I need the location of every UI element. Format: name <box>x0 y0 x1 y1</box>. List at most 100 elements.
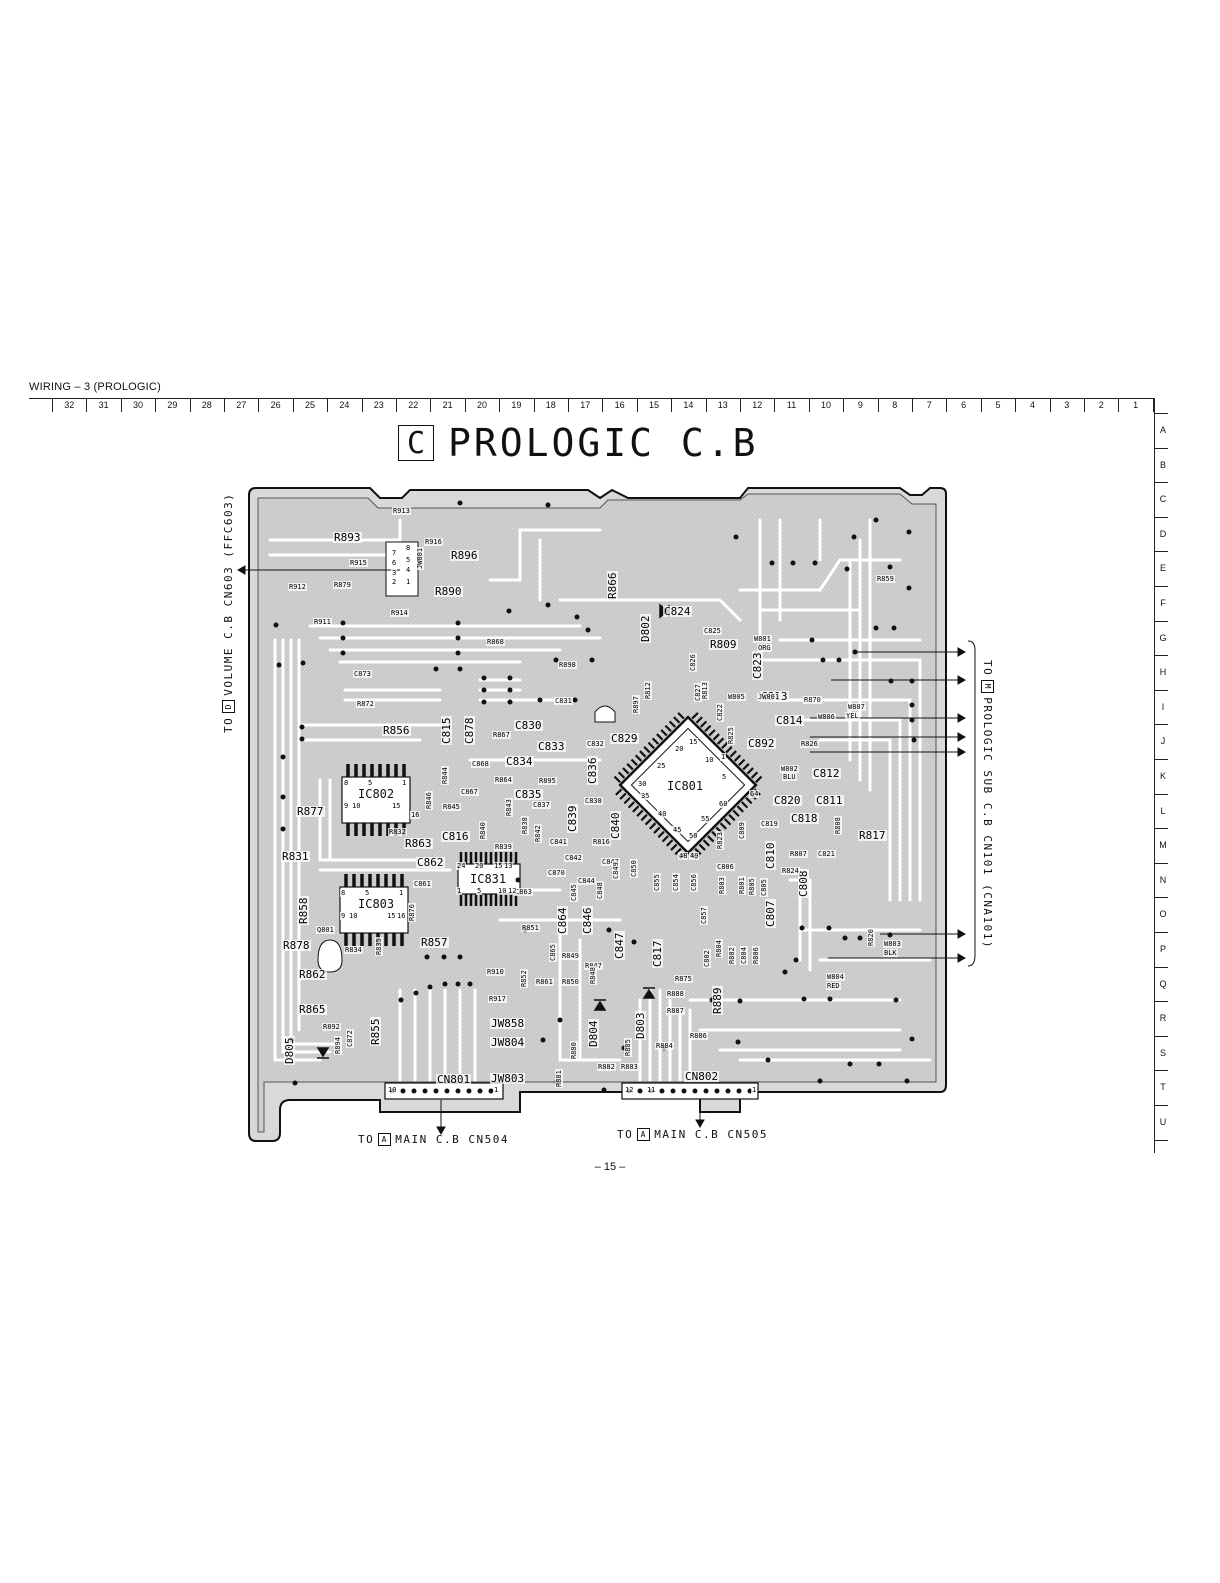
label-r826: R826 <box>800 740 819 748</box>
board-title: C PROLOGIC C.B <box>398 421 759 465</box>
inner-board-edge <box>257 493 937 1133</box>
label-w807: W807 <box>847 703 866 711</box>
row-rule <box>1154 398 1155 1153</box>
label-c845: C845 <box>570 883 578 902</box>
column-label: 4 <box>1029 400 1035 410</box>
label-c821: C821 <box>817 850 836 858</box>
column-label: 3 <box>1064 400 1070 410</box>
column-tick <box>120 398 122 412</box>
label-r914: R914 <box>390 609 409 617</box>
column-label: 32 <box>64 400 75 410</box>
label-c849: C849 <box>612 861 620 880</box>
label-r898: R898 <box>558 661 577 669</box>
connector-label-bottom-left: TO A MAIN C.B CN504 <box>358 1133 509 1146</box>
q-outline-top <box>594 705 616 723</box>
label-c825: C825 <box>703 627 722 635</box>
pin-20: 20 <box>674 745 685 753</box>
column-tick <box>568 398 569 412</box>
label-r864: R864 <box>494 776 513 784</box>
label-c846: C846 <box>581 906 594 935</box>
connector-left-prefix: TO <box>222 716 235 733</box>
label-r911: R911 <box>313 618 332 626</box>
column-tick <box>464 398 466 412</box>
label-r835: R835 <box>375 937 383 956</box>
column-tick <box>499 398 501 412</box>
label-w804: W804 <box>826 973 845 981</box>
label-r851: R851 <box>521 924 540 932</box>
row-label: M <box>1159 840 1167 851</box>
ic803-pin-15: 15 <box>386 912 397 920</box>
label-c820: C820 <box>773 794 802 807</box>
ic831-pin-12: 12 <box>507 887 518 895</box>
row-tick <box>1154 586 1168 587</box>
label-r915: R915 <box>349 559 368 567</box>
label-c837: C837 <box>532 801 551 809</box>
connector-right-box: M <box>981 680 994 694</box>
row-tick <box>1154 759 1168 760</box>
row-label: Q <box>1159 978 1167 989</box>
label-r888: R888 <box>666 990 685 998</box>
label-r848: R848 <box>589 966 597 985</box>
row-tick <box>1154 1105 1168 1106</box>
label-d804: D804 <box>587 1019 600 1048</box>
label-c822: C822 <box>716 703 724 722</box>
label-c812: C812 <box>812 767 841 780</box>
row-tick <box>1154 966 1168 968</box>
label-d805: D805 <box>283 1036 296 1065</box>
label-r850: R850 <box>561 978 580 986</box>
column-tick <box>808 398 810 412</box>
ic801-label: IC801 <box>665 779 706 793</box>
label-w803-color: BLK <box>883 949 898 957</box>
label-r820: R820 <box>867 928 875 947</box>
page-number: – 15 – <box>594 1161 626 1173</box>
label-r875: R875 <box>674 975 693 983</box>
label-c870: C870 <box>547 869 566 877</box>
connector-bottom-left-text: MAIN C.B CN504 <box>395 1133 509 1146</box>
ic803-label: IC803 <box>356 897 397 911</box>
pin-64: 64 <box>749 790 760 798</box>
column-label: 31 <box>98 400 109 410</box>
board-letter-box: C <box>398 425 434 461</box>
label-c854: C854 <box>672 873 680 892</box>
row-label: E <box>1159 563 1166 574</box>
jw801-pin-6: 6 <box>391 559 398 567</box>
label-r894: R894 <box>334 1036 342 1055</box>
row-tick <box>1154 689 1168 691</box>
column-tick <box>774 398 776 412</box>
label-c806: C806 <box>716 863 735 871</box>
ic831-pin-13: 13 <box>503 862 514 870</box>
column-label: 20 <box>476 400 487 410</box>
board-name: PROLOGIC C.B <box>448 421 759 465</box>
connector-bottom-right-box: A <box>637 1128 651 1141</box>
label-r887: R887 <box>666 1007 685 1015</box>
jw801-pin-1: 1 <box>405 578 412 586</box>
label-w801: W801 <box>753 635 772 643</box>
label-jw801-right: JW801 <box>757 693 781 701</box>
label-r883: R883 <box>620 1063 639 1071</box>
column-tick <box>1118 398 1120 412</box>
label-cn801: CN801 <box>436 1073 472 1086</box>
label-c829: C829 <box>610 732 639 745</box>
pin-5: 5 <box>721 773 728 781</box>
label-w805: W805 <box>727 693 746 701</box>
label-r817: R817 <box>858 829 887 842</box>
label-r870: R870 <box>803 696 822 704</box>
column-tick <box>396 398 397 412</box>
label-r877: R877 <box>296 805 325 818</box>
label-c836: C836 <box>586 756 599 785</box>
column-label: 21 <box>442 400 453 410</box>
column-label: 22 <box>408 400 419 410</box>
column-tick <box>946 398 948 412</box>
column-label: 25 <box>304 400 315 410</box>
label-r846: R846 <box>425 791 433 810</box>
label-r805: R805 <box>748 877 756 896</box>
label-r895: R895 <box>538 777 557 785</box>
left-connector-arrow <box>236 565 400 575</box>
pin-15: 15 <box>688 738 699 746</box>
label-r884: R884 <box>655 1042 674 1050</box>
label-c855: C855 <box>653 873 661 892</box>
jw801-pin-5: 5 <box>405 556 412 564</box>
column-label: 24 <box>339 400 350 410</box>
label-r855: R855 <box>369 1017 382 1046</box>
column-label: 19 <box>511 400 522 410</box>
